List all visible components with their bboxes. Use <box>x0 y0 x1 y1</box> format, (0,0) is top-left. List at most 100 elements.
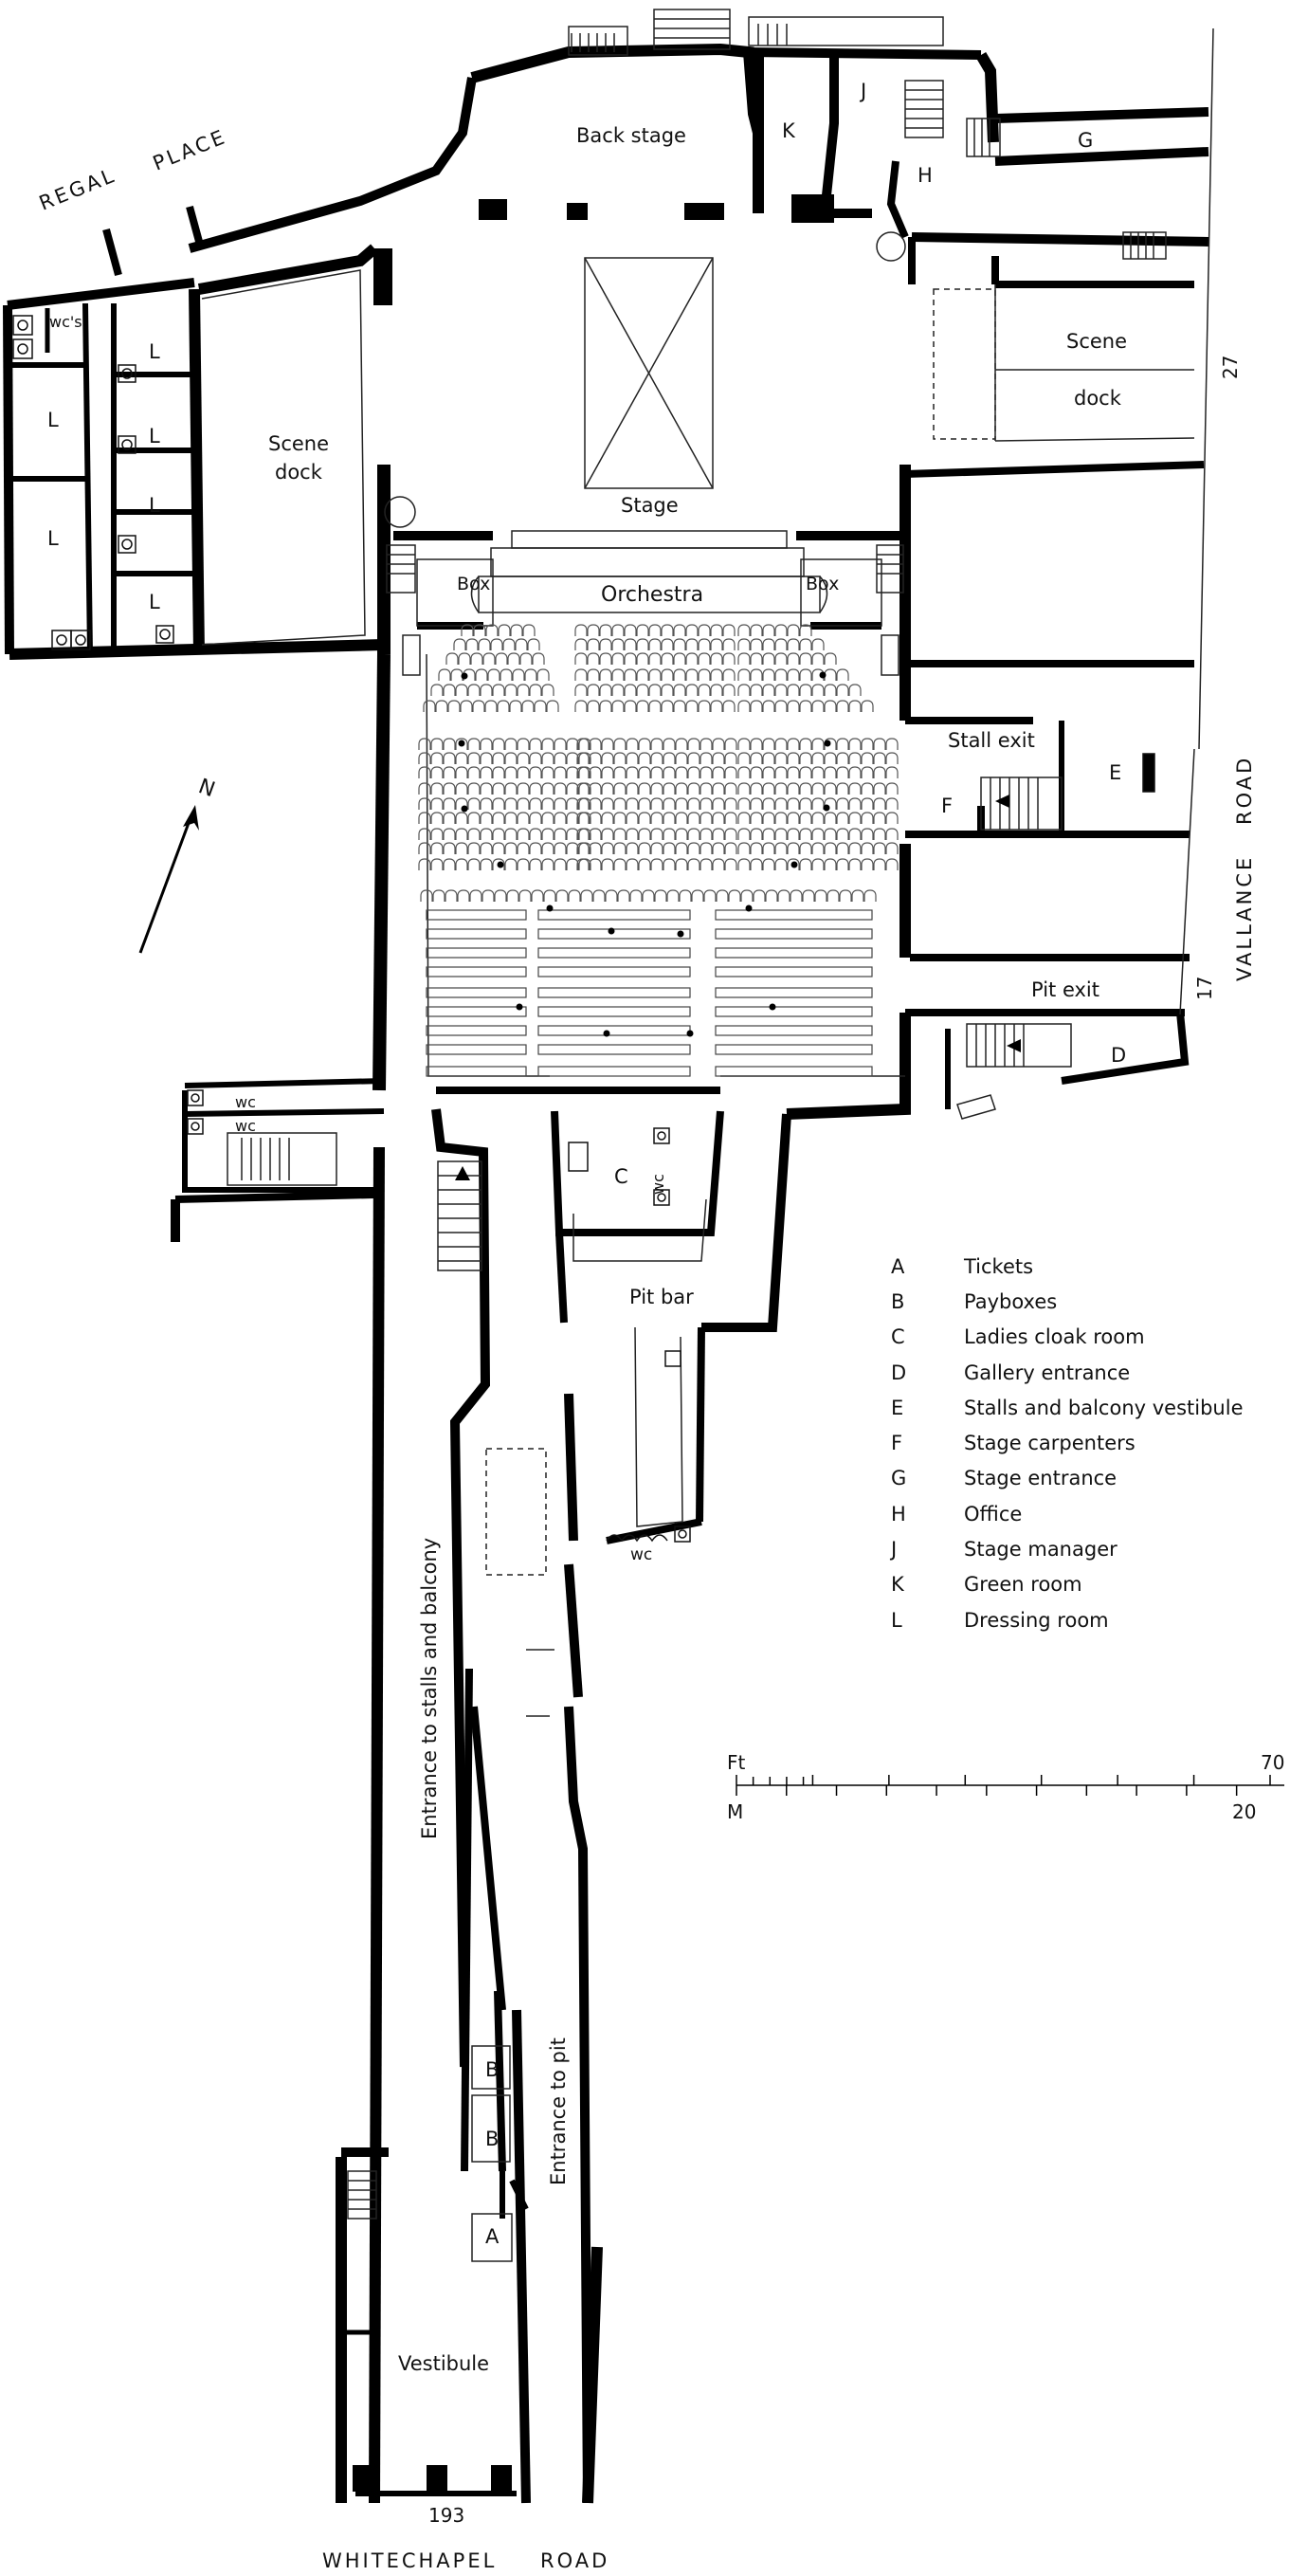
seat <box>762 842 775 855</box>
scale-ft-max: 70 <box>1261 1751 1284 1774</box>
seat <box>698 668 711 682</box>
seat <box>700 828 713 841</box>
seat <box>673 700 686 713</box>
seat <box>492 738 505 751</box>
seat <box>638 828 651 841</box>
seat <box>663 812 676 825</box>
seat <box>836 782 849 795</box>
seat <box>836 766 849 779</box>
bench <box>426 909 527 921</box>
north-arrow: N <box>138 775 218 954</box>
seat <box>443 684 456 697</box>
seat <box>848 842 862 855</box>
seat <box>710 668 723 682</box>
bench <box>537 1006 691 1017</box>
seat <box>522 624 536 637</box>
room-back-stage: Back stage <box>576 124 686 147</box>
seat <box>679 889 692 903</box>
seat <box>613 782 627 795</box>
seat <box>504 752 518 765</box>
seat <box>873 766 886 779</box>
seat <box>430 812 444 825</box>
seat <box>613 752 627 765</box>
seat <box>710 652 723 666</box>
seat <box>811 652 825 666</box>
bench <box>715 1066 873 1077</box>
seat <box>601 812 614 825</box>
seat <box>762 752 775 765</box>
seat <box>737 766 751 779</box>
seat <box>574 668 588 682</box>
seat <box>722 652 736 666</box>
seat <box>601 752 614 765</box>
seat <box>490 638 503 651</box>
seat <box>467 782 481 795</box>
seat <box>465 638 479 651</box>
seat <box>484 700 498 713</box>
seat <box>506 889 519 903</box>
seat <box>691 889 704 903</box>
seat <box>737 842 751 855</box>
seat <box>480 858 493 871</box>
seat <box>685 624 699 637</box>
legend-label: Gallery entrance <box>964 1361 1131 1384</box>
seat <box>712 812 725 825</box>
seat <box>675 766 688 779</box>
seat <box>650 812 663 825</box>
bench <box>715 1025 873 1036</box>
seat <box>861 700 874 713</box>
seat <box>737 782 751 795</box>
seat <box>750 668 763 682</box>
seat <box>529 812 542 825</box>
seat <box>566 842 579 855</box>
seat <box>750 738 763 751</box>
legend-key: J <box>891 1538 898 1562</box>
seat <box>638 842 651 855</box>
seat <box>885 738 899 751</box>
seat <box>724 797 737 811</box>
seat <box>873 797 886 811</box>
seat <box>750 684 763 697</box>
seat <box>861 782 874 795</box>
legend-label: Green room <box>964 1573 1082 1597</box>
seat <box>675 782 688 795</box>
seat <box>638 797 651 811</box>
seat <box>492 766 505 779</box>
seat <box>750 812 763 825</box>
legend-label: Stage manager <box>964 1538 1117 1562</box>
seat <box>722 624 736 637</box>
room-g: G <box>1078 129 1093 152</box>
seat <box>650 828 663 841</box>
seat <box>432 889 445 903</box>
seat <box>685 652 699 666</box>
seat <box>774 624 788 637</box>
seat <box>750 700 763 713</box>
seat <box>532 652 545 666</box>
aisle-dot <box>819 671 827 679</box>
seat <box>737 828 751 841</box>
seat <box>648 684 662 697</box>
seat <box>587 684 600 697</box>
seat <box>873 812 886 825</box>
seat <box>861 752 874 765</box>
seat <box>566 738 579 751</box>
seat <box>724 842 737 855</box>
seat <box>626 812 639 825</box>
seat <box>455 782 468 795</box>
scale-m-max: 20 <box>1232 1800 1256 1823</box>
seat <box>648 638 662 651</box>
aisle-dot <box>461 672 468 680</box>
seat <box>836 738 849 751</box>
seat <box>455 752 468 765</box>
seat <box>554 797 567 811</box>
seat <box>418 752 431 765</box>
seat <box>848 738 862 751</box>
seat <box>524 668 537 682</box>
legend-key: C <box>891 1325 905 1349</box>
seat <box>504 828 518 841</box>
seat <box>480 684 493 697</box>
seat <box>626 766 639 779</box>
